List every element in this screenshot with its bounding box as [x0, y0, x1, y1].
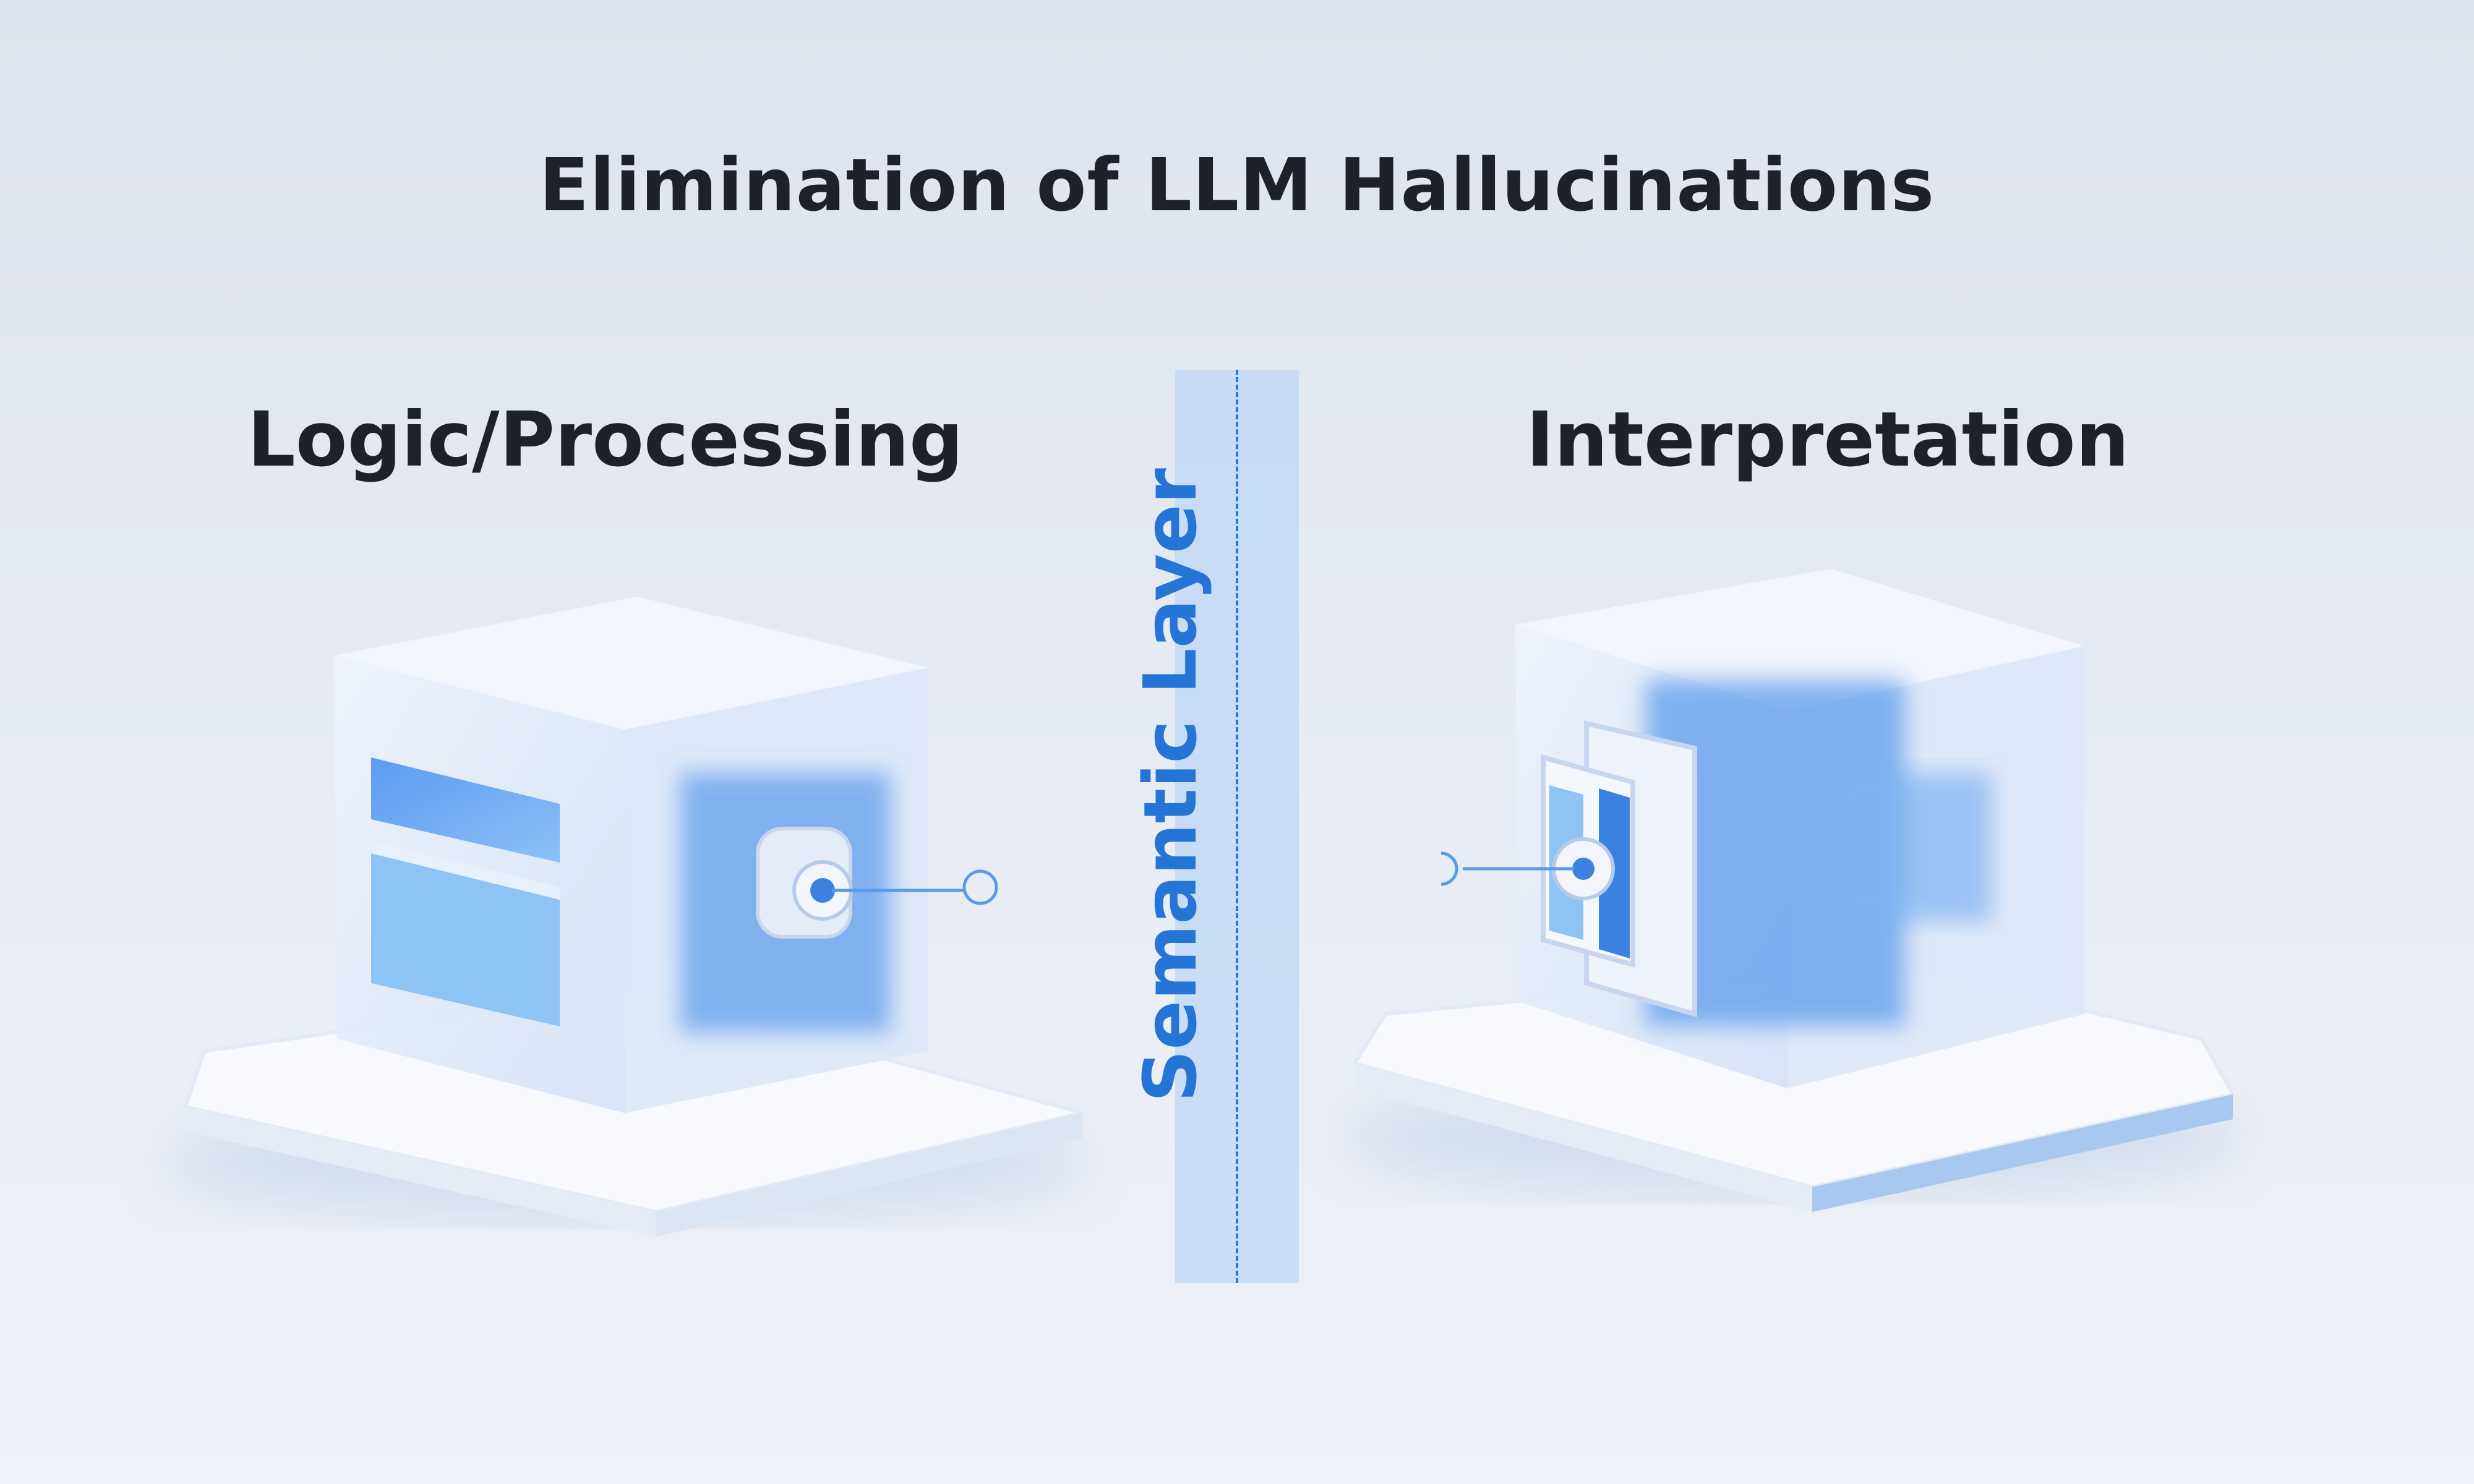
logic-processing-heading: Logic/Processing [247, 396, 964, 484]
interpretation-heading: Interpretation [1526, 396, 2129, 484]
connector-port-icon [756, 827, 998, 939]
panel-icon [371, 757, 560, 863]
connector-port-icon [1440, 837, 1615, 900]
panel-icon [371, 853, 560, 1026]
semantic-layer-divider-line [1236, 370, 1238, 1283]
interpretation-cube [1348, 569, 2239, 1212]
logic-processing-cube [167, 597, 1083, 1237]
semantic-layer-label: Semantic Layer [1128, 468, 1213, 1102]
page-title: Elimination of LLM Hallucinations [539, 142, 1935, 228]
